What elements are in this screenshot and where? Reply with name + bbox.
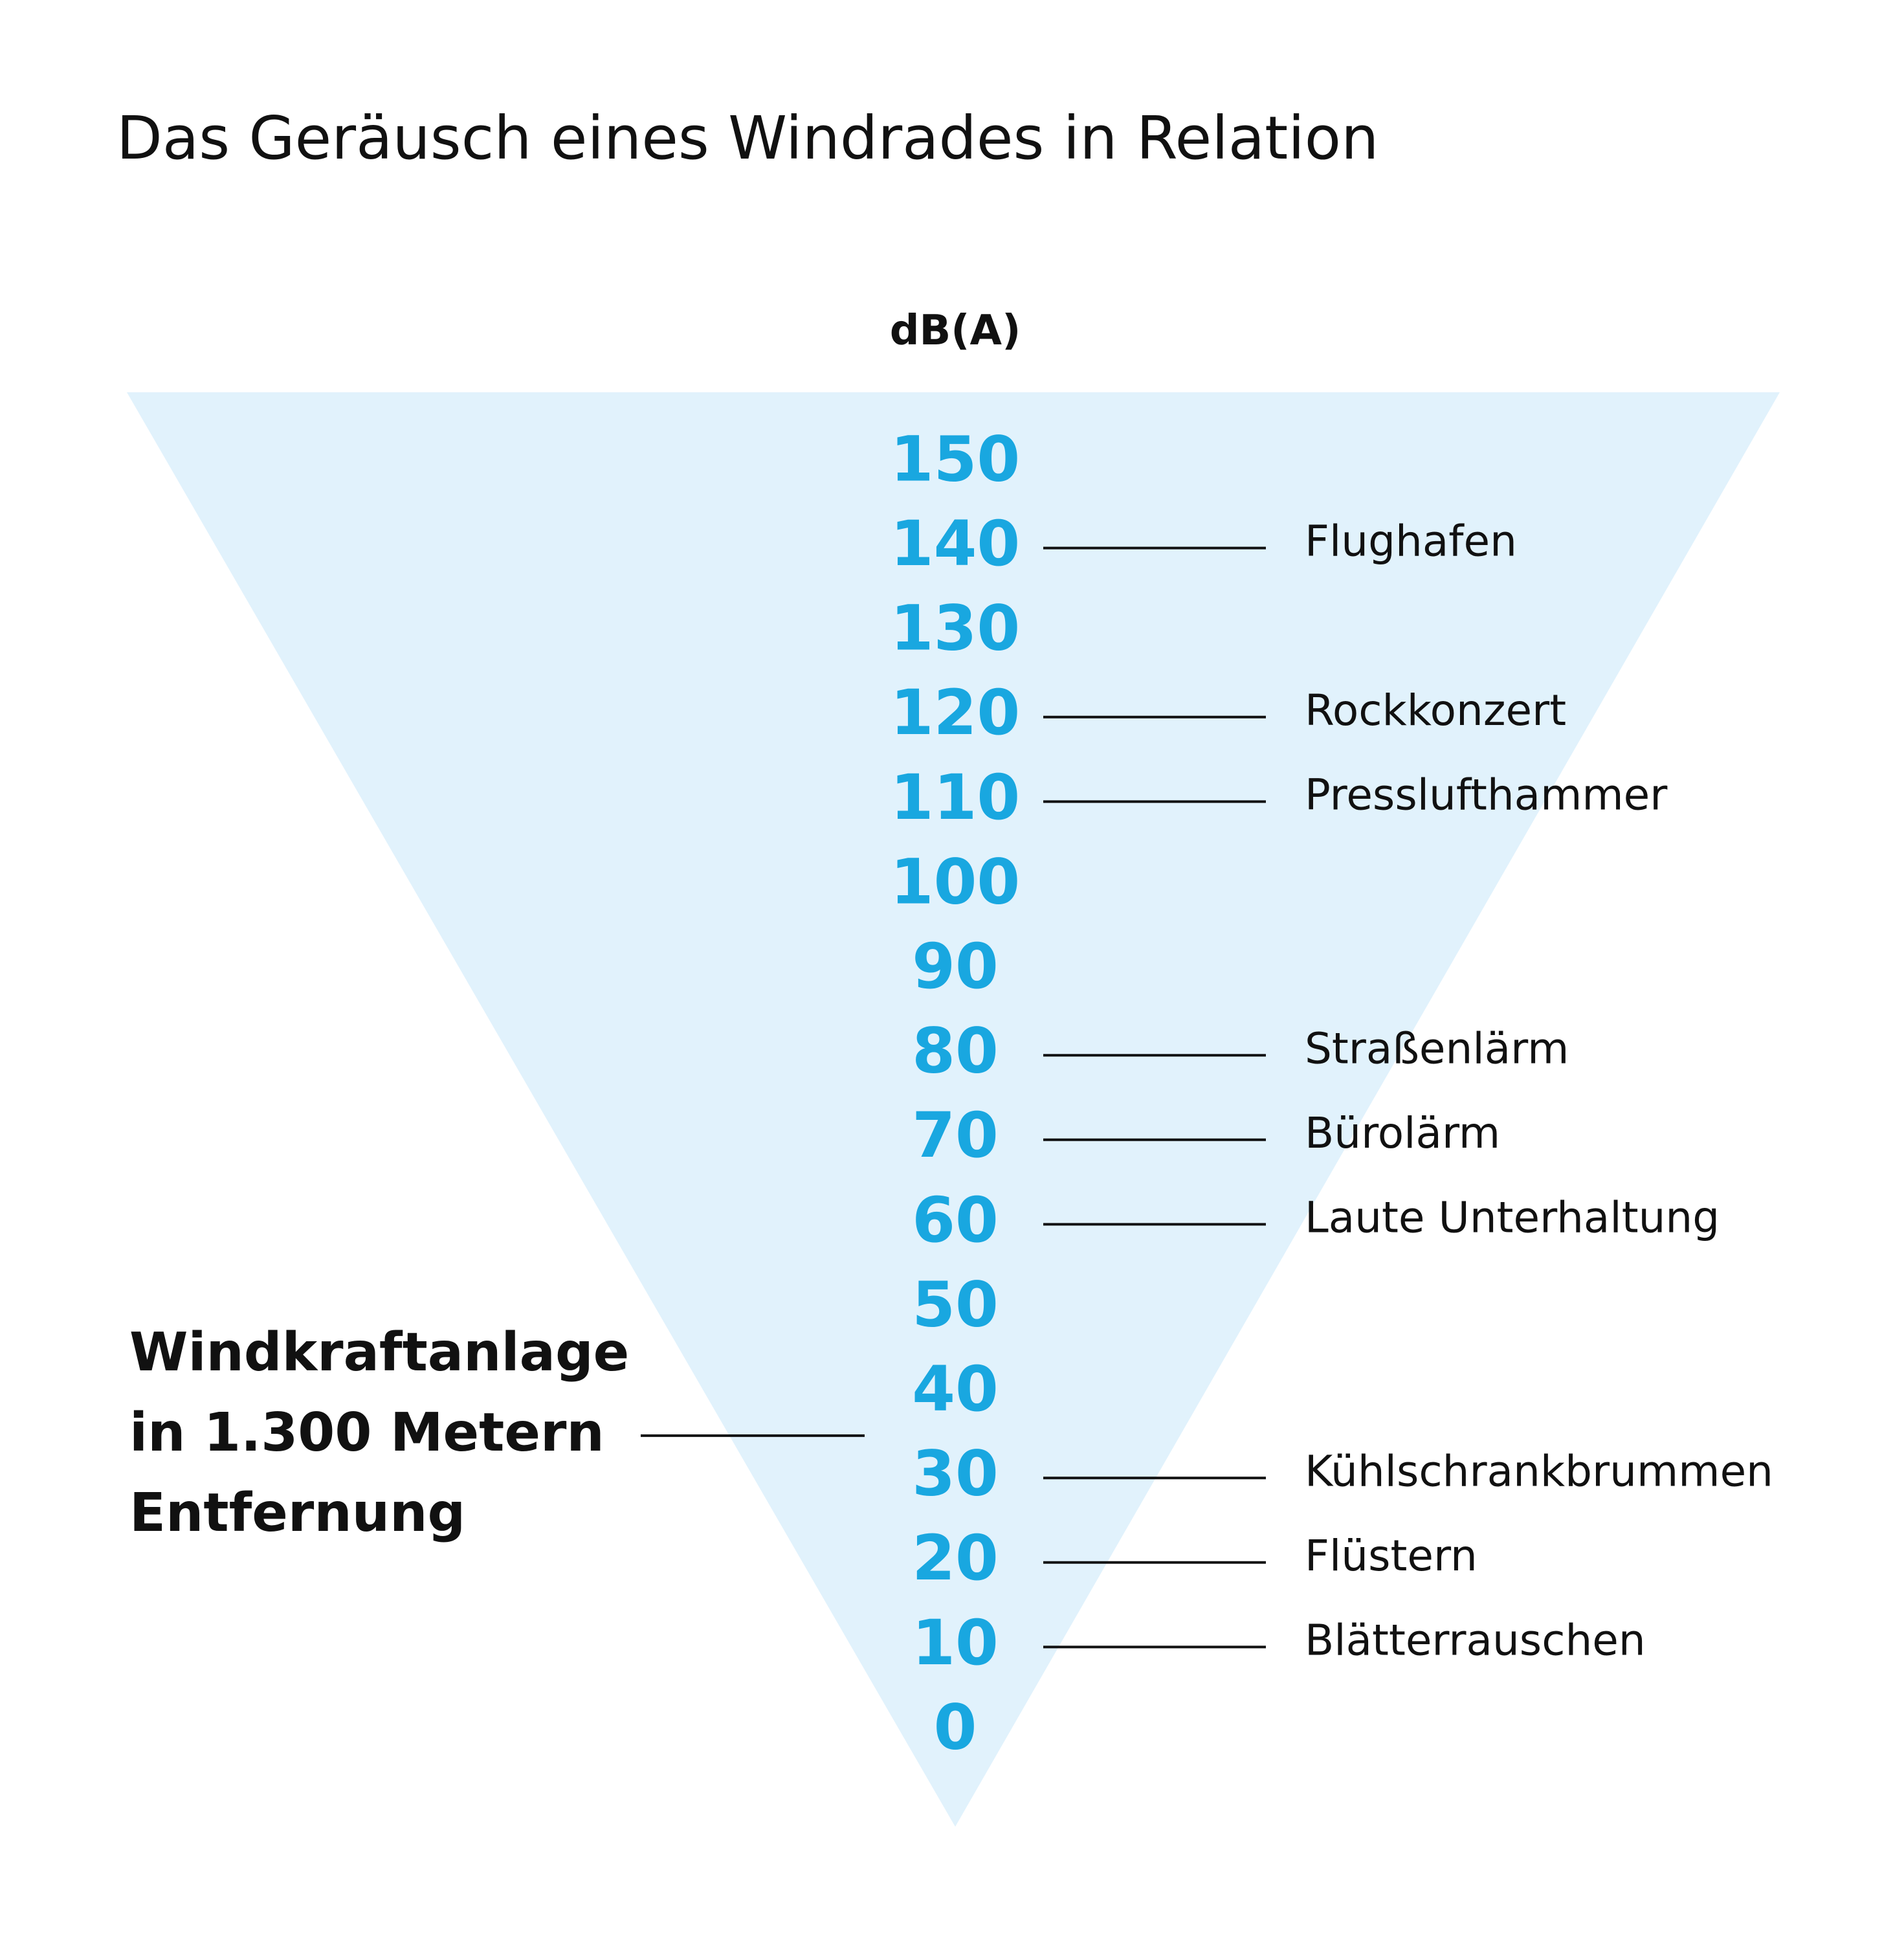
tick-label-80: 80	[912, 1015, 999, 1087]
tick-label-50: 50	[912, 1268, 999, 1341]
funnel-triangle	[127, 392, 1780, 1827]
annotation-label-70: Bürolärm	[1305, 1108, 1500, 1158]
annotation-label-60: Laute Unterhaltung	[1305, 1192, 1720, 1242]
wind-turbine-highlight: Windkraftanlage in 1.300 Metern Entfernu…	[129, 1322, 865, 1544]
annotation-label-120: Rockkonzert	[1305, 686, 1566, 735]
tick-label-120: 120	[891, 676, 1020, 749]
tick-label-90: 90	[912, 930, 999, 1003]
tick-label-70: 70	[912, 1099, 999, 1172]
wind-turbine-label-line-3: Entfernung	[129, 1482, 465, 1544]
tick-label-60: 60	[912, 1184, 999, 1256]
tick-label-110: 110	[891, 761, 1020, 834]
tick-label-30: 30	[912, 1438, 999, 1510]
page-title: Das Geräusch eines Windrades in Relation	[116, 104, 1378, 173]
annotation-label-10: Blätterrauschen	[1305, 1615, 1646, 1665]
wind-turbine-label-line-2: in 1.300 Metern	[129, 1402, 604, 1464]
annotation-label-110: Presslufthammer	[1305, 770, 1668, 819]
annotation-label-140: Flughafen	[1305, 517, 1517, 566]
tick-label-10: 10	[912, 1607, 999, 1679]
tick-label-150: 150	[891, 423, 1020, 495]
tick-label-20: 20	[912, 1522, 999, 1594]
annotations: FlughafenRockkonzertPresslufthammerStraß…	[1043, 517, 1773, 1665]
tick-label-140: 140	[891, 507, 1020, 580]
tick-label-40: 40	[912, 1353, 999, 1425]
tick-label-130: 130	[891, 592, 1020, 665]
tick-label-0: 0	[934, 1691, 977, 1763]
unit-label: dB(A)	[890, 307, 1021, 355]
annotation-label-20: Flüstern	[1305, 1531, 1478, 1581]
annotation-label-80: Straßenlärm	[1305, 1023, 1569, 1073]
wind-turbine-label: Windkraftanlage in 1.300 Metern Entfernu…	[129, 1322, 648, 1544]
tick-label-100: 100	[891, 845, 1020, 918]
wind-turbine-label-line-1: Windkraftanlage	[129, 1322, 629, 1383]
annotation-label-30: Kühlschrankbrummen	[1305, 1446, 1773, 1496]
